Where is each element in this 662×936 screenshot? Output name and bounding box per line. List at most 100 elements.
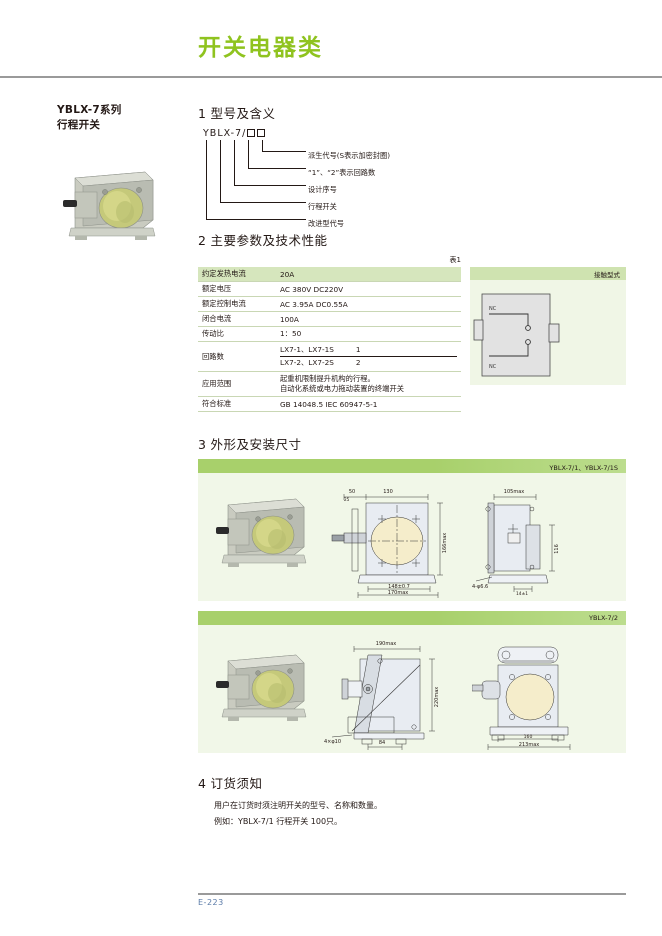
panel1-product-photo [216, 498, 307, 567]
leader-vline-1 [262, 140, 263, 151]
contact-type-box: 接触型式 NC NC [470, 267, 626, 385]
table-row: 约定发热电流 20A [198, 267, 461, 282]
leader-hline-3 [234, 185, 306, 186]
svg-text:NC: NC [489, 306, 497, 312]
spec-label-0: 约定发热电流 [198, 267, 276, 282]
page-footer: E-223 [198, 893, 626, 907]
panel2-front-view: 160 213max [472, 646, 571, 750]
model-legend-2: 设计序号 [308, 185, 337, 194]
table-row: 额定电压 AC 380V DC220V [198, 281, 461, 297]
svg-text:116: 116 [554, 544, 560, 554]
table-row: 传动比 1：50 [198, 326, 461, 342]
spec-value-standard: GB 14048.5 IEC 60947-5-1 [276, 396, 461, 412]
model-legend-4: 改进型代号 [308, 219, 344, 228]
table-row-standard: 符合标准 GB 14048.5 IEC 60947-5-1 [198, 396, 461, 412]
leader-vline-5 [206, 140, 207, 219]
section-number-2: 2 [198, 233, 207, 248]
spec-value-4: 1：50 [276, 326, 461, 342]
circuits-count-2: 2 [355, 358, 361, 367]
table-row: 额定控制电流 AC 3.95A DC0.55A [198, 296, 461, 312]
leader-vline-4 [220, 140, 221, 202]
dimension-panel-1: YBLX-7/1、YBLX-7/1S [198, 459, 626, 601]
leader-hline-5 [206, 219, 306, 220]
spec-label-circuits: 回路数 [198, 341, 276, 372]
sidebar: YBLX-7系列 行程开关 [57, 103, 177, 133]
contact-type-title: 接触型式 [470, 267, 626, 280]
table-caption: 表1 [449, 256, 461, 264]
product-photo [57, 158, 169, 250]
model-legend-0: 派生代号(S表示加密封圈) [308, 151, 391, 160]
svg-text:170max: 170max [388, 590, 408, 596]
application-line-2: 自动化系统或电力拖动装置的终端开关 [280, 384, 405, 393]
model-mid: LX- [217, 128, 236, 139]
circuits-count-1: 1 [355, 345, 361, 354]
dimension-panel-2-title: YBLX-7/2 [198, 611, 626, 625]
ordering-line-2: 例如：YBLX-7/1 行程开关 100只。 [214, 817, 343, 826]
svg-text:84: 84 [379, 740, 385, 746]
model-legend-1: “1”、“2”表示回路数 [308, 168, 376, 177]
dimension-panel-2: YBLX-7/2 [198, 611, 626, 753]
contact-type-diagram: NC NC [470, 280, 626, 385]
model-series: 7/ [235, 128, 247, 139]
sidebar-title-line2: 行程开关 [57, 119, 101, 131]
dimension-panel-1-title: YBLX-7/1、YBLX-7/1S [198, 459, 626, 473]
model-box-2 [257, 129, 266, 137]
table-row: 闭合电流 100A [198, 311, 461, 327]
model-legend-3: 行程开关 [308, 202, 337, 211]
leader-hline-4 [220, 202, 306, 203]
svg-text:220max: 220max [434, 687, 440, 707]
page-number: E-223 [198, 897, 224, 907]
model-designation-diagram: YBLX-7/ 派生代号(S表示加密封圈) “1”、“2”表示回路数 设计序号 … [198, 128, 626, 228]
footer-divider [198, 893, 626, 895]
svg-text:130: 130 [383, 489, 393, 495]
section-label-1: 型号及含义 [210, 106, 276, 121]
leader-hline-1 [262, 151, 306, 152]
dimension-panel-1-body: 130 50 25 166max 148±0.7 170max [198, 473, 626, 601]
circuits-models-1: LX7-1、LX7-1S [280, 345, 334, 354]
ordering-body: 用户在订货时须注明开关的型号、名称和数量。 例如：YBLX-7/1 行程开关 1… [198, 798, 626, 830]
leader-vline-2 [248, 140, 249, 168]
header-divider [0, 76, 662, 78]
spec-label-application: 应用范围 [198, 371, 276, 397]
section-label-4: 订货须知 [210, 776, 263, 791]
ordering-line-1: 用户在订货时须注明开关的型号、名称和数量。 [214, 801, 382, 810]
svg-text:160: 160 [524, 734, 533, 740]
application-line-1: 起重机限制提升机构的行程。 [280, 374, 375, 383]
model-box-1 [247, 129, 256, 137]
panel2-side-view: 190max 220max 4×φ10 84 [324, 641, 440, 750]
section-label-2: 主要参数及技术性能 [210, 233, 328, 248]
svg-text:105max: 105max [504, 489, 524, 495]
spec-table-wrap: 约定发热电流 20A 额定电压 AC 380V DC220V 额定控制电流 AC… [198, 267, 626, 412]
svg-text:4×φ10: 4×φ10 [324, 739, 341, 745]
spec-value-1: AC 380V DC220V [276, 281, 461, 297]
dimension-panel-2-body: 190max 220max 4×φ10 84 [198, 625, 626, 753]
spec-label-2: 额定控制电流 [198, 296, 276, 312]
svg-text:14±1: 14±1 [516, 591, 528, 597]
page-title: 开关电器类 [198, 35, 323, 61]
svg-text:4-φ6.6: 4-φ6.6 [472, 584, 488, 590]
panel1-side-view: 105max 116 4-φ6.6 14±1 [472, 489, 560, 597]
section-number-4: 4 [198, 776, 207, 791]
section-number-3: 3 [198, 437, 207, 452]
spec-label-4: 传动比 [198, 326, 276, 342]
panel2-product-photo [216, 654, 307, 721]
page-header: 开关电器类 [0, 0, 662, 78]
spec-label-standard: 符合标准 [198, 396, 276, 412]
svg-text:190max: 190max [376, 641, 396, 647]
section-label-3: 外形及安装尺寸 [210, 437, 302, 452]
section-number-1: 1 [198, 106, 207, 121]
svg-text:148±0.7: 148±0.7 [388, 584, 410, 590]
leader-hline-2 [248, 168, 306, 169]
circuits-line-1: LX7-1、LX7-1S 1 [280, 344, 457, 357]
model-prefix: YB [203, 128, 218, 139]
spec-label-3: 闭合电流 [198, 311, 276, 327]
svg-text:166max: 166max [442, 533, 448, 553]
spec-value-2: AC 3.95A DC0.55A [276, 296, 461, 312]
